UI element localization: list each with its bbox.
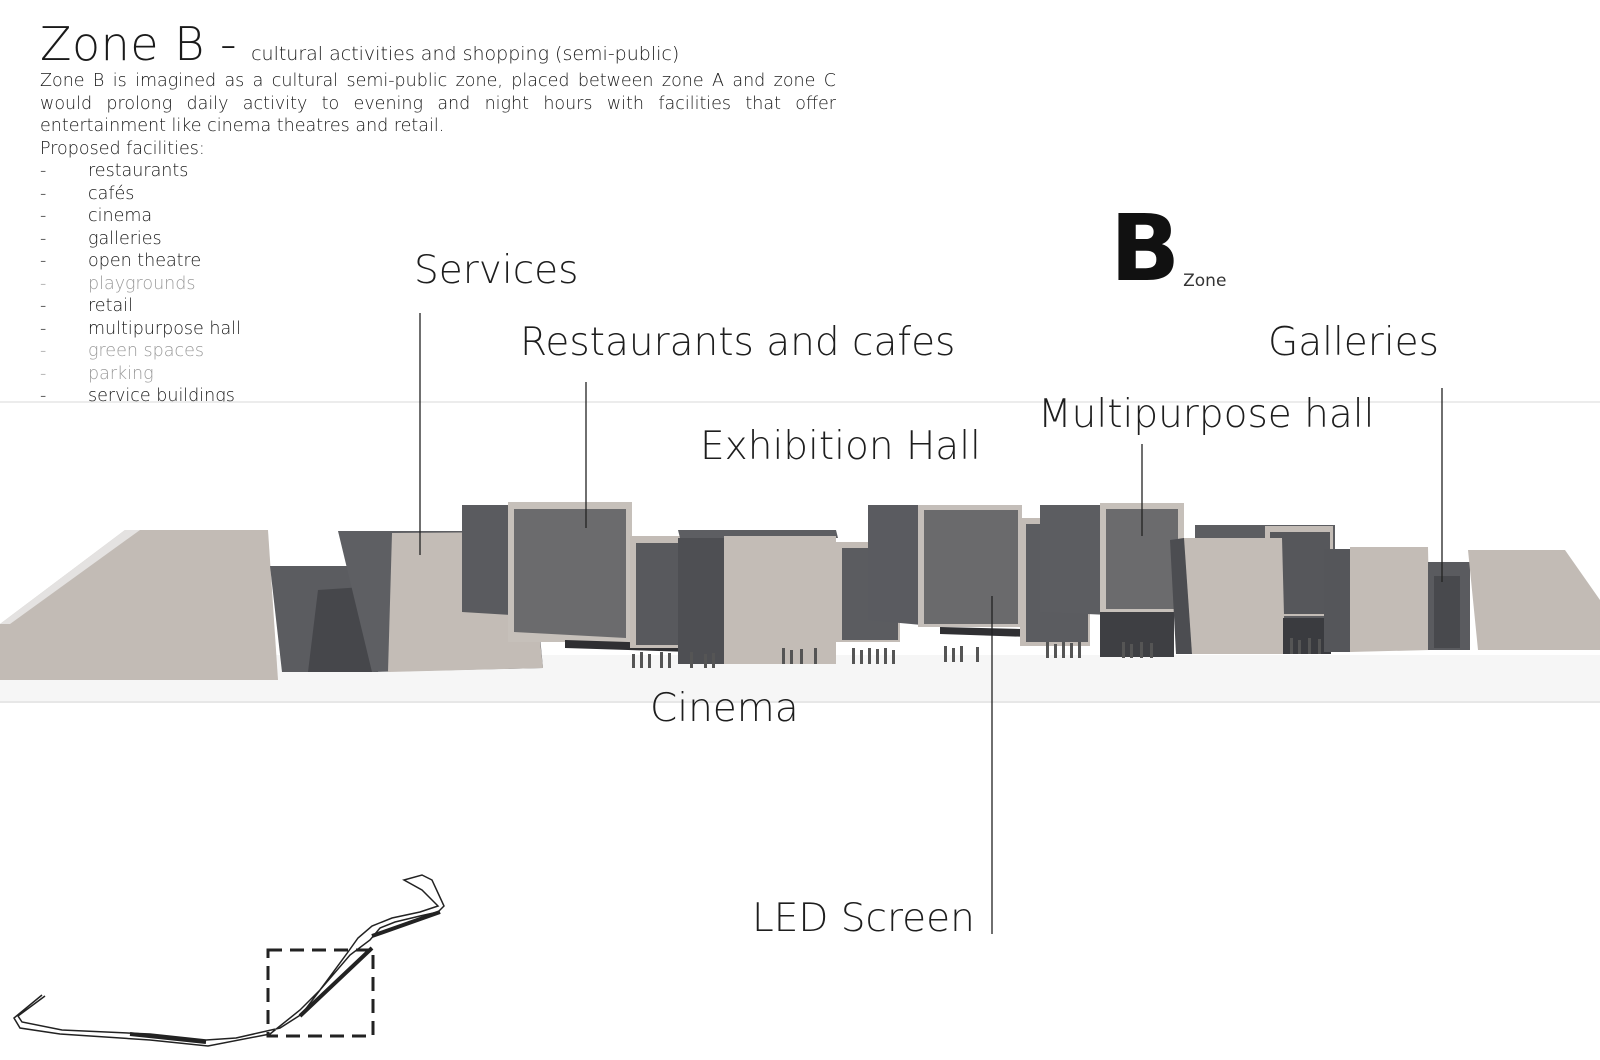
people-group — [632, 638, 1321, 668]
gallery-end-recess — [1434, 576, 1460, 648]
callout-services: Services — [414, 248, 579, 293]
page-title: Zone B - — [40, 17, 238, 71]
restaurants-block-side — [462, 505, 512, 615]
list-item: -multipurpose hall — [40, 318, 241, 339]
zone-mark: B Zone — [1110, 195, 1227, 302]
multipurpose-back — [1040, 505, 1110, 615]
key-map-focus-frame — [266, 948, 375, 1038]
list-item: -green spaces — [40, 341, 204, 361]
right-ramp — [1468, 550, 1600, 650]
page-subtitle: cultural activities and shopping (semi-p… — [251, 43, 680, 65]
key-map — [13, 874, 445, 1047]
zone-word: Zone — [1183, 271, 1227, 291]
list-item: -cafés — [40, 183, 135, 204]
list-item: -cinema — [40, 206, 153, 226]
callout-galleries: Galleries — [1268, 320, 1439, 365]
gallery-mid-side — [1324, 549, 1350, 652]
list-item: -galleries — [40, 228, 162, 249]
list-item: -playgrounds — [40, 273, 196, 294]
zone-letter: B — [1110, 195, 1180, 302]
list-item: -parking — [40, 363, 154, 384]
gallery-tall-facade — [1180, 538, 1285, 654]
callout-multipurpose-hall: Multipurpose hall — [1038, 392, 1375, 437]
list-item: -retail — [40, 296, 133, 316]
led-block-shadow — [868, 505, 922, 625]
led-screen-face — [924, 510, 1018, 624]
multipurpose-base — [1100, 612, 1174, 657]
key-map-built-strip — [129, 910, 441, 1044]
title-row: Zone B - cultural activities and shoppin… — [40, 18, 836, 70]
description-block: Zone B - cultural activities and shoppin… — [40, 18, 836, 408]
left-ramp — [0, 530, 278, 680]
gallery-tall-side — [1170, 538, 1192, 654]
restaurants-screen — [514, 509, 626, 638]
key-map-site-outline — [13, 874, 445, 1047]
list-item: -open theatre — [40, 251, 202, 271]
callout-cinema: Cinema — [650, 686, 799, 731]
callout-restaurants-and-cafes: Restaurants and cafes — [520, 320, 956, 365]
central-tower — [724, 536, 836, 664]
intro-paragraph: Zone B is imagined as a cultural semi-pu… — [40, 71, 836, 136]
facilities-label: Proposed facilities: — [40, 138, 205, 159]
list-item: -restaurants — [40, 161, 189, 181]
central-tower-side — [678, 538, 724, 664]
callout-led-screen: LED Screen — [752, 896, 975, 941]
list-item: -service buildings — [40, 386, 235, 406]
callout-exhibition-hall: Exhibition Hall — [700, 424, 981, 469]
left-ramp-edge — [0, 530, 140, 624]
gallery-mid-facade — [1350, 547, 1430, 652]
facilities-list: -restaurants -cafés -cinema -galleries -… — [40, 160, 836, 408]
